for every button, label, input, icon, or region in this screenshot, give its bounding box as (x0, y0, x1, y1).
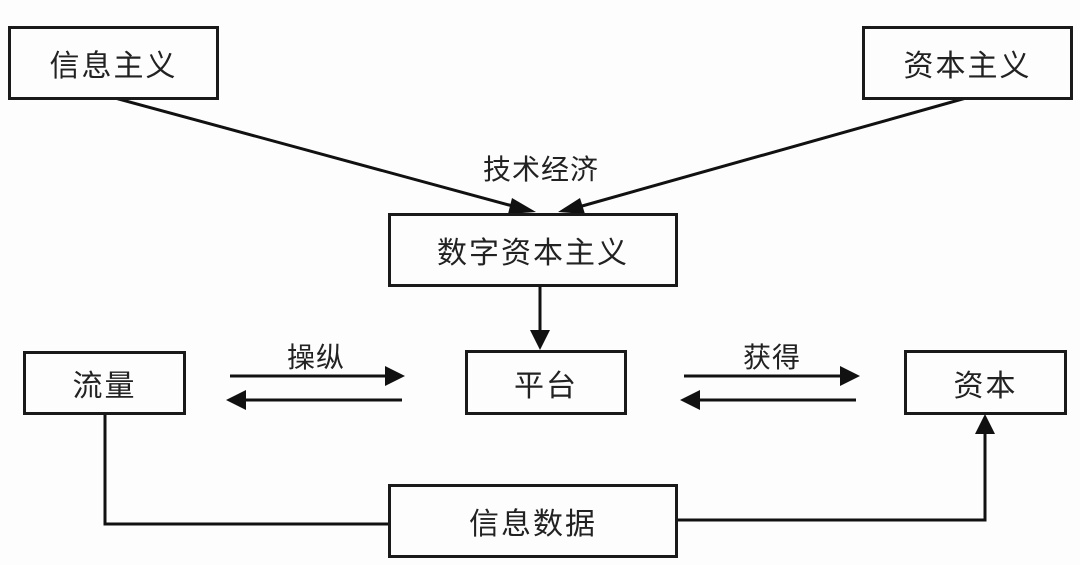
arrowhead-icon (975, 414, 995, 434)
node-platform-label: 平台 (514, 368, 578, 404)
node-capital: 资本 (904, 350, 1067, 415)
edge-capitalism-to-digital-capitalism (574, 96, 967, 210)
node-capitalism: 资本主义 (862, 26, 1073, 100)
arrowhead-icon (508, 198, 536, 214)
edge-label-obtain: 获得 (743, 341, 802, 374)
node-capital-label: 资本 (953, 368, 1018, 404)
arrowhead-icon (558, 198, 585, 214)
node-platform: 平台 (465, 350, 627, 415)
node-informationalism-label: 信息主义 (49, 49, 178, 84)
edge-traffic-to-information-data (103, 414, 390, 526)
arrowhead-icon (840, 366, 860, 386)
node-capitalism-label: 资本主义 (903, 49, 1032, 84)
edge-information-data-to-capital (678, 432, 987, 522)
node-traffic: 流量 (23, 351, 186, 415)
edge-informationalism-to-digital-capitalism (114, 96, 521, 210)
edge-label-manipulate: 操纵 (287, 341, 346, 374)
node-traffic-label: 流量 (72, 369, 137, 404)
arrowhead-icon (226, 390, 246, 410)
node-digital-capitalism-label: 数字资本主义 (437, 236, 629, 271)
node-information-data: 信息数据 (388, 484, 678, 558)
node-information-data-label: 信息数据 (469, 507, 597, 542)
arrowhead-icon (530, 330, 550, 350)
node-informationalism: 信息主义 (8, 26, 219, 100)
arrowhead-icon (385, 366, 405, 386)
arrowhead-icon (680, 390, 700, 410)
edge-label-techno-economy: 技术经济 (483, 153, 600, 186)
node-digital-capitalism: 数字资本主义 (388, 213, 678, 287)
